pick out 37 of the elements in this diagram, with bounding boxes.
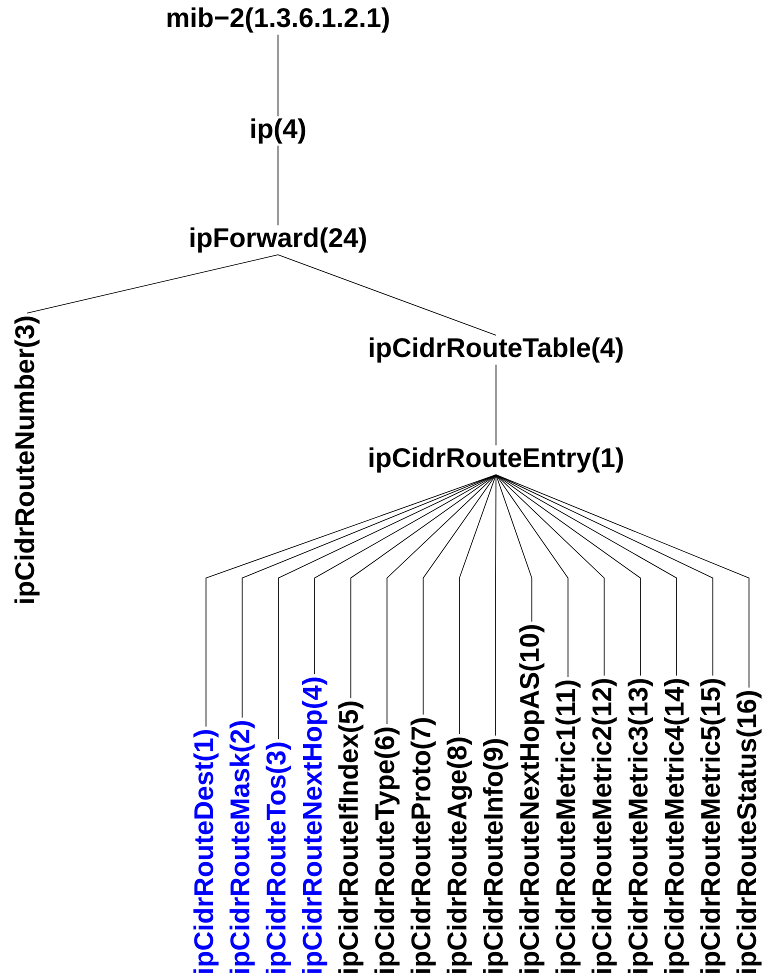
tree-node-label: ipCidrRouteAge(8) bbox=[446, 738, 472, 973]
tree-node-label: ipCidrRouteTable(4) bbox=[370, 337, 623, 363]
tree-node-label: ipCidrRouteEntry(1) bbox=[370, 447, 623, 473]
tree-node-label: ipCidrRouteMetric5(15) bbox=[700, 679, 726, 973]
tree-node-label: ipCidrRouteMetric4(14) bbox=[664, 679, 690, 973]
tree-line bbox=[496, 474, 750, 688]
tree-line bbox=[496, 474, 714, 676]
tree-line bbox=[278, 254, 496, 336]
tree-node-label: ipCidrRouteTos(3) bbox=[266, 742, 291, 973]
tree-node-label: mib−2(1.3.6.1.2.1) bbox=[168, 7, 389, 33]
tree-line bbox=[386, 474, 496, 724]
tree-line bbox=[459, 474, 496, 735]
tree-node-label: ipCidrRouteNextHop(4) bbox=[302, 678, 328, 973]
tree-node-label: ipCidrRouteProto(7) bbox=[410, 718, 436, 973]
tree-line bbox=[26, 254, 278, 314]
tree-node-label: ipCidrRouteStatus(16) bbox=[736, 691, 762, 973]
tree-line bbox=[496, 474, 605, 676]
tree-line bbox=[422, 474, 496, 716]
tree-node-label: ipCidrRouteIfIndex(5) bbox=[338, 702, 364, 973]
tree-node-label: ipCidrRouteMetric2(12) bbox=[592, 679, 617, 973]
tree-line bbox=[496, 474, 641, 676]
tree-line bbox=[496, 474, 532, 622]
tree-line bbox=[206, 474, 496, 727]
tree-node-label: ip(4) bbox=[251, 118, 306, 144]
tree-line bbox=[496, 474, 568, 678]
tree-line bbox=[495, 474, 496, 736]
tree-node-label: ipForward(24) bbox=[190, 227, 366, 253]
tree-node-label: ipCidrRouteMetric1(11) bbox=[555, 680, 581, 973]
tree-node-label: ipCidrRouteNextHopAS(10) bbox=[519, 625, 544, 973]
tree-node-label: ipCidrRouteMetric3(13) bbox=[628, 679, 653, 973]
tree-node-label: ipCidrRouteType(6) bbox=[374, 728, 400, 973]
tree-node-label: ipCidrRouteDest(1) bbox=[193, 730, 219, 973]
tree-line bbox=[350, 474, 496, 698]
tree-line bbox=[278, 474, 496, 740]
tree-node-label: ipCidrRouteInfo(9) bbox=[483, 739, 508, 973]
tree-node-label: ipCidrRouteNumber(3) bbox=[14, 316, 40, 603]
tree-node-label: ipCidrRouteMask(2) bbox=[230, 721, 255, 973]
